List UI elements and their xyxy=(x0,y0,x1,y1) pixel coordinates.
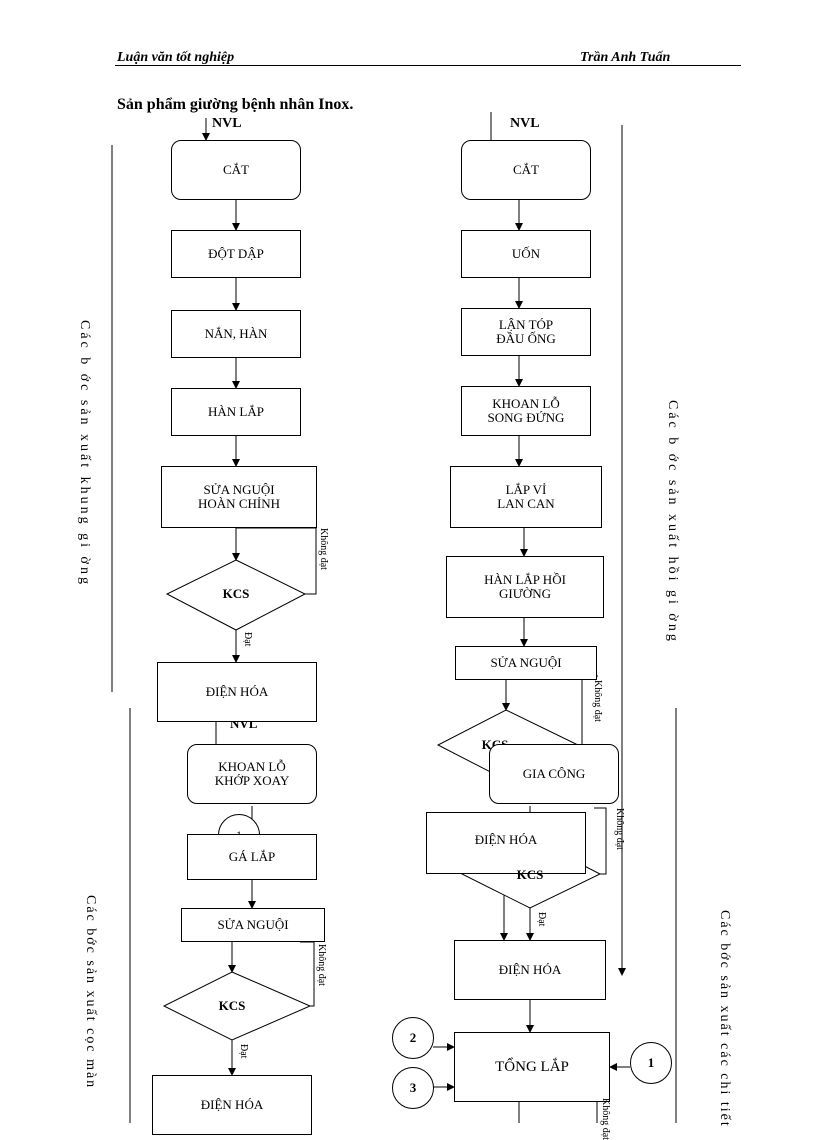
side-label-right-bottom: Các bớc sản xuất các chi tiết xyxy=(717,910,732,1128)
step-sua-nguoi-1: SỬA NGUỘI xyxy=(181,908,325,942)
step-sua-nguoi-2: SỬA NGUỘI xyxy=(455,646,597,680)
step-dot-dap: ĐỘT DẬP xyxy=(171,230,301,278)
step-dien-hoa-3: ĐIỆN HÓA xyxy=(426,812,586,874)
step-khoan-khop-xoay: KHOAN LỖ KHỚP XOAY xyxy=(187,744,317,804)
step-lap-vi: LẮP VỈ LAN CAN xyxy=(450,466,602,528)
label-dat-1: Đạt xyxy=(242,632,253,647)
step-cat-right: CẮT xyxy=(461,140,591,200)
step-dien-hoa-2: ĐIỆN HÓA xyxy=(152,1075,312,1135)
label-khong-dat-5: Không đạt xyxy=(600,1098,611,1140)
step-khoan-song-dung: KHOAN LỖ SONG ĐỨNG xyxy=(461,386,591,436)
side-label-left-bottom: Các bớc sản xuất cọc màn xyxy=(83,895,98,1090)
connector-circle-2: 2 xyxy=(392,1017,434,1059)
side-label-left-top: Các b ớc sản xuất khung gi ờng xyxy=(77,320,92,587)
step-han-lap-hoi-giuong: HÀN LẮP HỒI GIƯỜNG xyxy=(446,556,604,618)
nvl-label-left: NVL xyxy=(212,116,242,131)
step-gia-cong: GIA CÔNG xyxy=(489,744,619,804)
label-khong-dat-2: Không đạt xyxy=(316,944,327,986)
step-ga-lap: GÁ LẮP xyxy=(187,834,317,880)
connector-circle-1-right: 1 xyxy=(630,1042,672,1084)
label-khong-dat-1: Không đạt xyxy=(318,528,329,570)
label-khong-dat-3: Không đạt xyxy=(592,680,603,722)
step-lan-top: LẬN TÓP ĐẦU ỐNG xyxy=(461,308,591,356)
step-sua-nguoi-hoan-chinh: SỬA NGUỘI HOÀN CHỈNH xyxy=(161,466,317,528)
step-nan-han: NẮN, HÀN xyxy=(171,310,301,358)
header-right: Trần Anh Tuấn xyxy=(580,50,671,65)
nvl-label-right: NVL xyxy=(510,116,540,131)
page-title: Sản phẩm giường bệnh nhân Inox. xyxy=(117,96,354,113)
label-khong-dat-4: Không đạt xyxy=(614,808,625,850)
step-tong-lap: TỔNG LẮP xyxy=(454,1032,610,1102)
header-divider xyxy=(115,65,741,66)
connector-circle-3: 3 xyxy=(392,1067,434,1109)
step-uon: UỐN xyxy=(461,230,591,278)
step-dien-hoa-1: ĐIỆN HÓA xyxy=(157,662,317,722)
decision-kcs-1: KCS xyxy=(222,586,250,601)
header-left: Luận văn tốt nghiệp xyxy=(117,50,235,65)
label-dat-4: Đạt xyxy=(536,912,547,927)
side-label-right-top: Các b ớc sản xuất hồi gi ờng xyxy=(665,400,680,644)
step-han-lap: HÀN LẮP xyxy=(171,388,301,436)
step-dien-hoa-4: ĐIỆN HÓA xyxy=(454,940,606,1000)
decision-kcs-4: KCS xyxy=(516,867,544,882)
decision-kcs-2: KCS xyxy=(218,998,246,1013)
step-cat-left: CẮT xyxy=(171,140,301,200)
label-dat-2: Đạt xyxy=(238,1044,249,1059)
